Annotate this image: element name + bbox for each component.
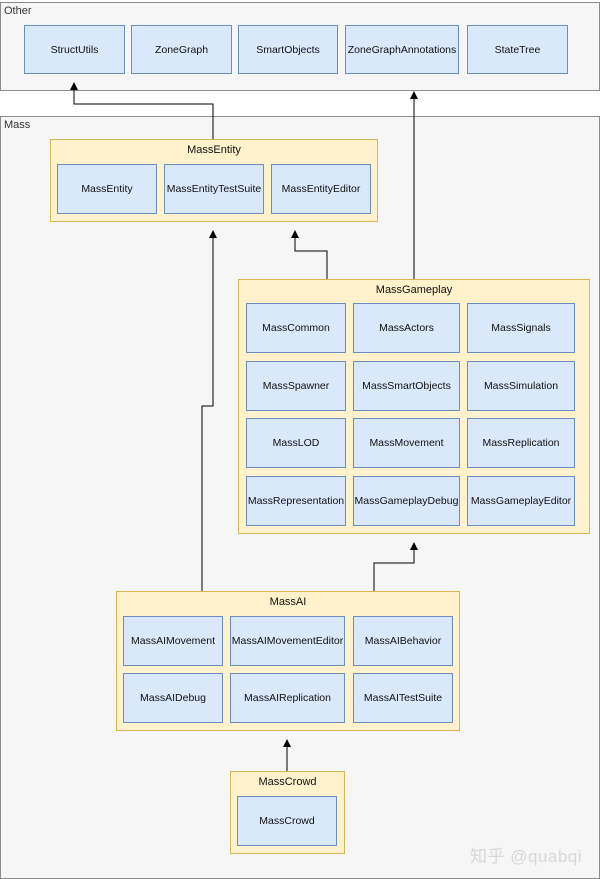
group-massgameplay-title: MassGameplay — [375, 284, 453, 296]
edge-massai-to-massentity — [201, 230, 217, 591]
edge-massgameplay-to-massentity — [291, 230, 328, 279]
watermark: 知乎 @quabqi — [470, 847, 583, 866]
module-massaitestsuite[interactable]: MassAITestSuite — [353, 673, 453, 723]
module-masslod[interactable]: MassLOD — [246, 418, 346, 468]
other-container-label: Other — [4, 5, 32, 17]
mass-container-label: Mass — [4, 119, 31, 131]
module-massentityeditor[interactable]: MassEntityEditor — [271, 164, 371, 214]
module-masssimulation[interactable]: MassSimulation — [467, 361, 575, 411]
module-massentity[interactable]: MassEntity — [57, 164, 157, 214]
module-smartobjects[interactable]: SmartObjects — [238, 25, 338, 74]
module-massaibehavior[interactable]: MassAIBehavior — [353, 616, 453, 666]
group-massentity-title: MassEntity — [187, 144, 241, 156]
module-massgameplayeditor[interactable]: MassGameplayEditor — [467, 476, 575, 526]
module-massaireplication[interactable]: MassAIReplication — [230, 673, 345, 723]
module-zonegraph[interactable]: ZoneGraph — [131, 25, 232, 74]
edge-massai-to-massgameplay — [373, 542, 418, 591]
edge-massentity-to-other — [70, 82, 214, 139]
module-masssmartobjects[interactable]: MassSmartObjects — [353, 361, 460, 411]
module-masscrowd[interactable]: MassCrowd — [237, 796, 337, 846]
module-massentitytestsuite[interactable]: MassEntityTestSuite — [164, 164, 264, 214]
module-zonegraphannotations[interactable]: ZoneGraphAnnotations — [345, 25, 459, 74]
module-statetree[interactable]: StateTree — [467, 25, 568, 74]
module-massaidebug[interactable]: MassAIDebug — [123, 673, 223, 723]
group-masscrowd-title: MassCrowd — [258, 776, 317, 788]
module-massrepresentation[interactable]: MassRepresentation — [246, 476, 346, 526]
module-masssignals[interactable]: MassSignals — [467, 303, 575, 353]
module-massaimovement[interactable]: MassAIMovement — [123, 616, 223, 666]
module-massreplication[interactable]: MassReplication — [467, 418, 575, 468]
module-masscommon[interactable]: MassCommon — [246, 303, 346, 353]
module-massactors[interactable]: MassActors — [353, 303, 460, 353]
module-massgameplaydebug[interactable]: MassGameplayDebug — [353, 476, 460, 526]
module-structutils[interactable]: StructUtils — [24, 25, 125, 74]
module-massaimovementeditor[interactable]: MassAIMovementEditor — [230, 616, 345, 666]
module-massspawner[interactable]: MassSpawner — [246, 361, 346, 411]
module-massmovement[interactable]: MassMovement — [353, 418, 460, 468]
group-massai-title: MassAI — [269, 596, 307, 608]
